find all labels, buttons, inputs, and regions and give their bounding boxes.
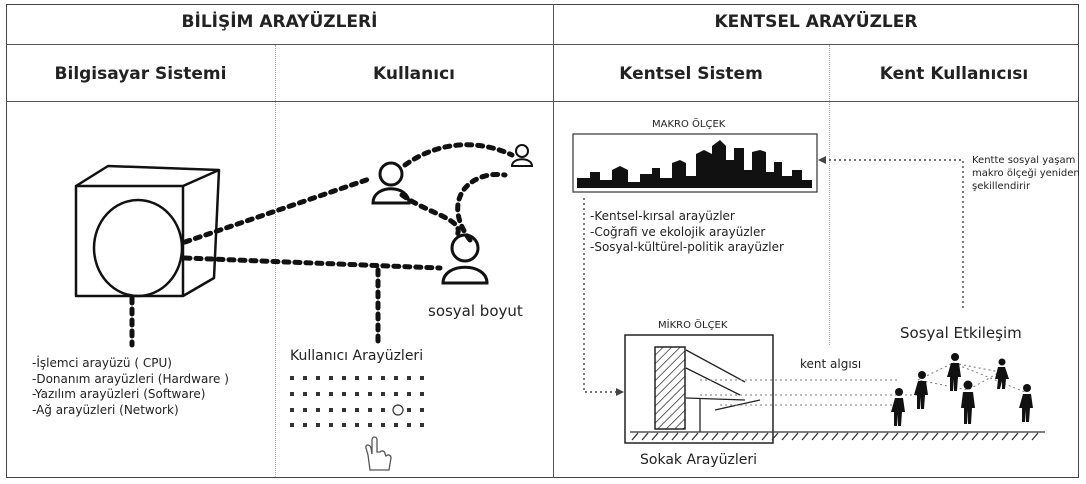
note-line: Kentte sosyal yaşam (972, 155, 1076, 166)
macro-note: Kentte sosyal yaşam makro ölçeği yeniden… (972, 154, 1080, 193)
center-divider (553, 4, 554, 478)
micro-scale-label: MİKRO ÖLÇEK (658, 320, 728, 331)
list-item: -Yazılım arayüzleri (Software) (32, 387, 206, 401)
computer-box-drawing (74, 164, 221, 298)
user-icon-medium (371, 161, 411, 205)
interface-icon-grid (290, 376, 424, 427)
social-interaction-label: Sosyal Etkileşim (900, 324, 1022, 342)
note-line: şekillendirir (972, 181, 1031, 192)
subheader-divider (6, 101, 1079, 102)
user-interfaces-label: Kullanıcı Arayüzleri (290, 348, 424, 364)
network-links (129, 142, 515, 348)
user-icon-small (510, 144, 534, 167)
macro-scale-panel (572, 133, 818, 193)
macro-scale-label: MAKRO ÖLÇEK (652, 119, 726, 130)
street-ground (630, 431, 1045, 441)
column-user: Kullanıcı (373, 64, 455, 84)
micro-scale-panel (624, 334, 774, 444)
list-item: -Sosyal-kültürel-politik arayüzler (590, 240, 784, 254)
city-perception-label: kent algısı (800, 357, 862, 371)
feedback-arrows (583, 159, 964, 393)
user-icon-large (441, 233, 489, 285)
city-skyline (577, 140, 812, 188)
list-item: -Kentsel-kırsal arayüzler (590, 209, 735, 223)
pointing-hand-icon (365, 436, 392, 471)
right-section-title: KENTSEL ARAYÜZLER (714, 12, 918, 32)
column-computer-system: Bilgisayar Sistemi (54, 64, 227, 84)
social-dimension-label: sosyal boyut (428, 302, 523, 320)
column-urban-user: Kent Kullanıcısı (879, 64, 1029, 84)
computer-interface-list: -İşlemci arayüzü ( CPU) -Donanım arayüzl… (32, 356, 229, 418)
arrow-heads (616, 156, 826, 396)
note-line: makro ölçeği yeniden (972, 168, 1080, 179)
list-item: -İşlemci arayüzü ( CPU) (32, 356, 172, 370)
right-column-divider (829, 45, 830, 345)
pedestrian-figures (891, 353, 1033, 426)
urban-interface-list: -Kentsel-kırsal arayüzler -Coğrafi ve ek… (590, 209, 784, 256)
street-interfaces-label: Sokak Arayüzleri (640, 452, 758, 468)
outer-frame (6, 4, 1079, 478)
list-item: -Donanım arayüzleri (Hardware ) (32, 371, 229, 386)
column-urban-system: Kentsel Sistem (619, 64, 763, 84)
left-section-title: BİLİŞİM ARAYÜZLERİ (181, 12, 378, 32)
list-item: -Coğrafi ve ekolojik arayüzler (590, 224, 766, 239)
header-divider (6, 44, 1079, 45)
list-item: -Ağ arayüzleri (Network) (32, 402, 179, 417)
